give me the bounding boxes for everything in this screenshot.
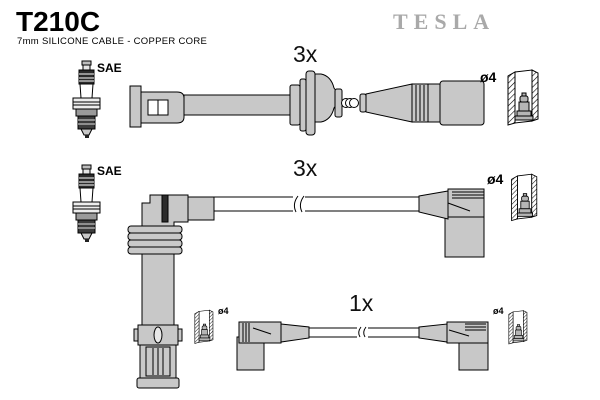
product-subtitle: 7mm SILICONE CABLE - COPPER CORE xyxy=(17,36,208,47)
spark-plug-icon xyxy=(72,60,101,138)
cable-and-angled-boot-drawing xyxy=(213,188,485,258)
terminal-socket-cross-section-icon xyxy=(508,310,528,345)
terminal-diameter-label: ø4 xyxy=(487,171,504,187)
spark-plug-icon xyxy=(72,164,101,242)
terminal-diameter-label: ø4 xyxy=(493,306,504,316)
terminal-socket-cross-section-icon xyxy=(511,173,538,222)
part-number: T210C xyxy=(16,6,101,37)
terminal-diameter-label: ø4 xyxy=(480,69,497,85)
double-angled-boot-cable-drawing xyxy=(236,321,489,371)
terminal-diameter-label: ø4 xyxy=(218,306,229,316)
angled-plug-boot-drawing xyxy=(127,194,215,389)
quantity-label: 3x xyxy=(293,155,318,181)
quantity-label: 3x xyxy=(293,41,318,67)
terminal-socket-cross-section-icon xyxy=(507,69,539,126)
quantity-label: 1x xyxy=(349,290,374,316)
plug-standard-label: SAE xyxy=(97,61,122,75)
brand-logo: TESLA xyxy=(393,9,496,34)
terminal-socket-cross-section-icon xyxy=(194,309,214,344)
plug-standard-label: SAE xyxy=(97,164,122,178)
straight-boot-cable-drawing xyxy=(129,70,485,136)
